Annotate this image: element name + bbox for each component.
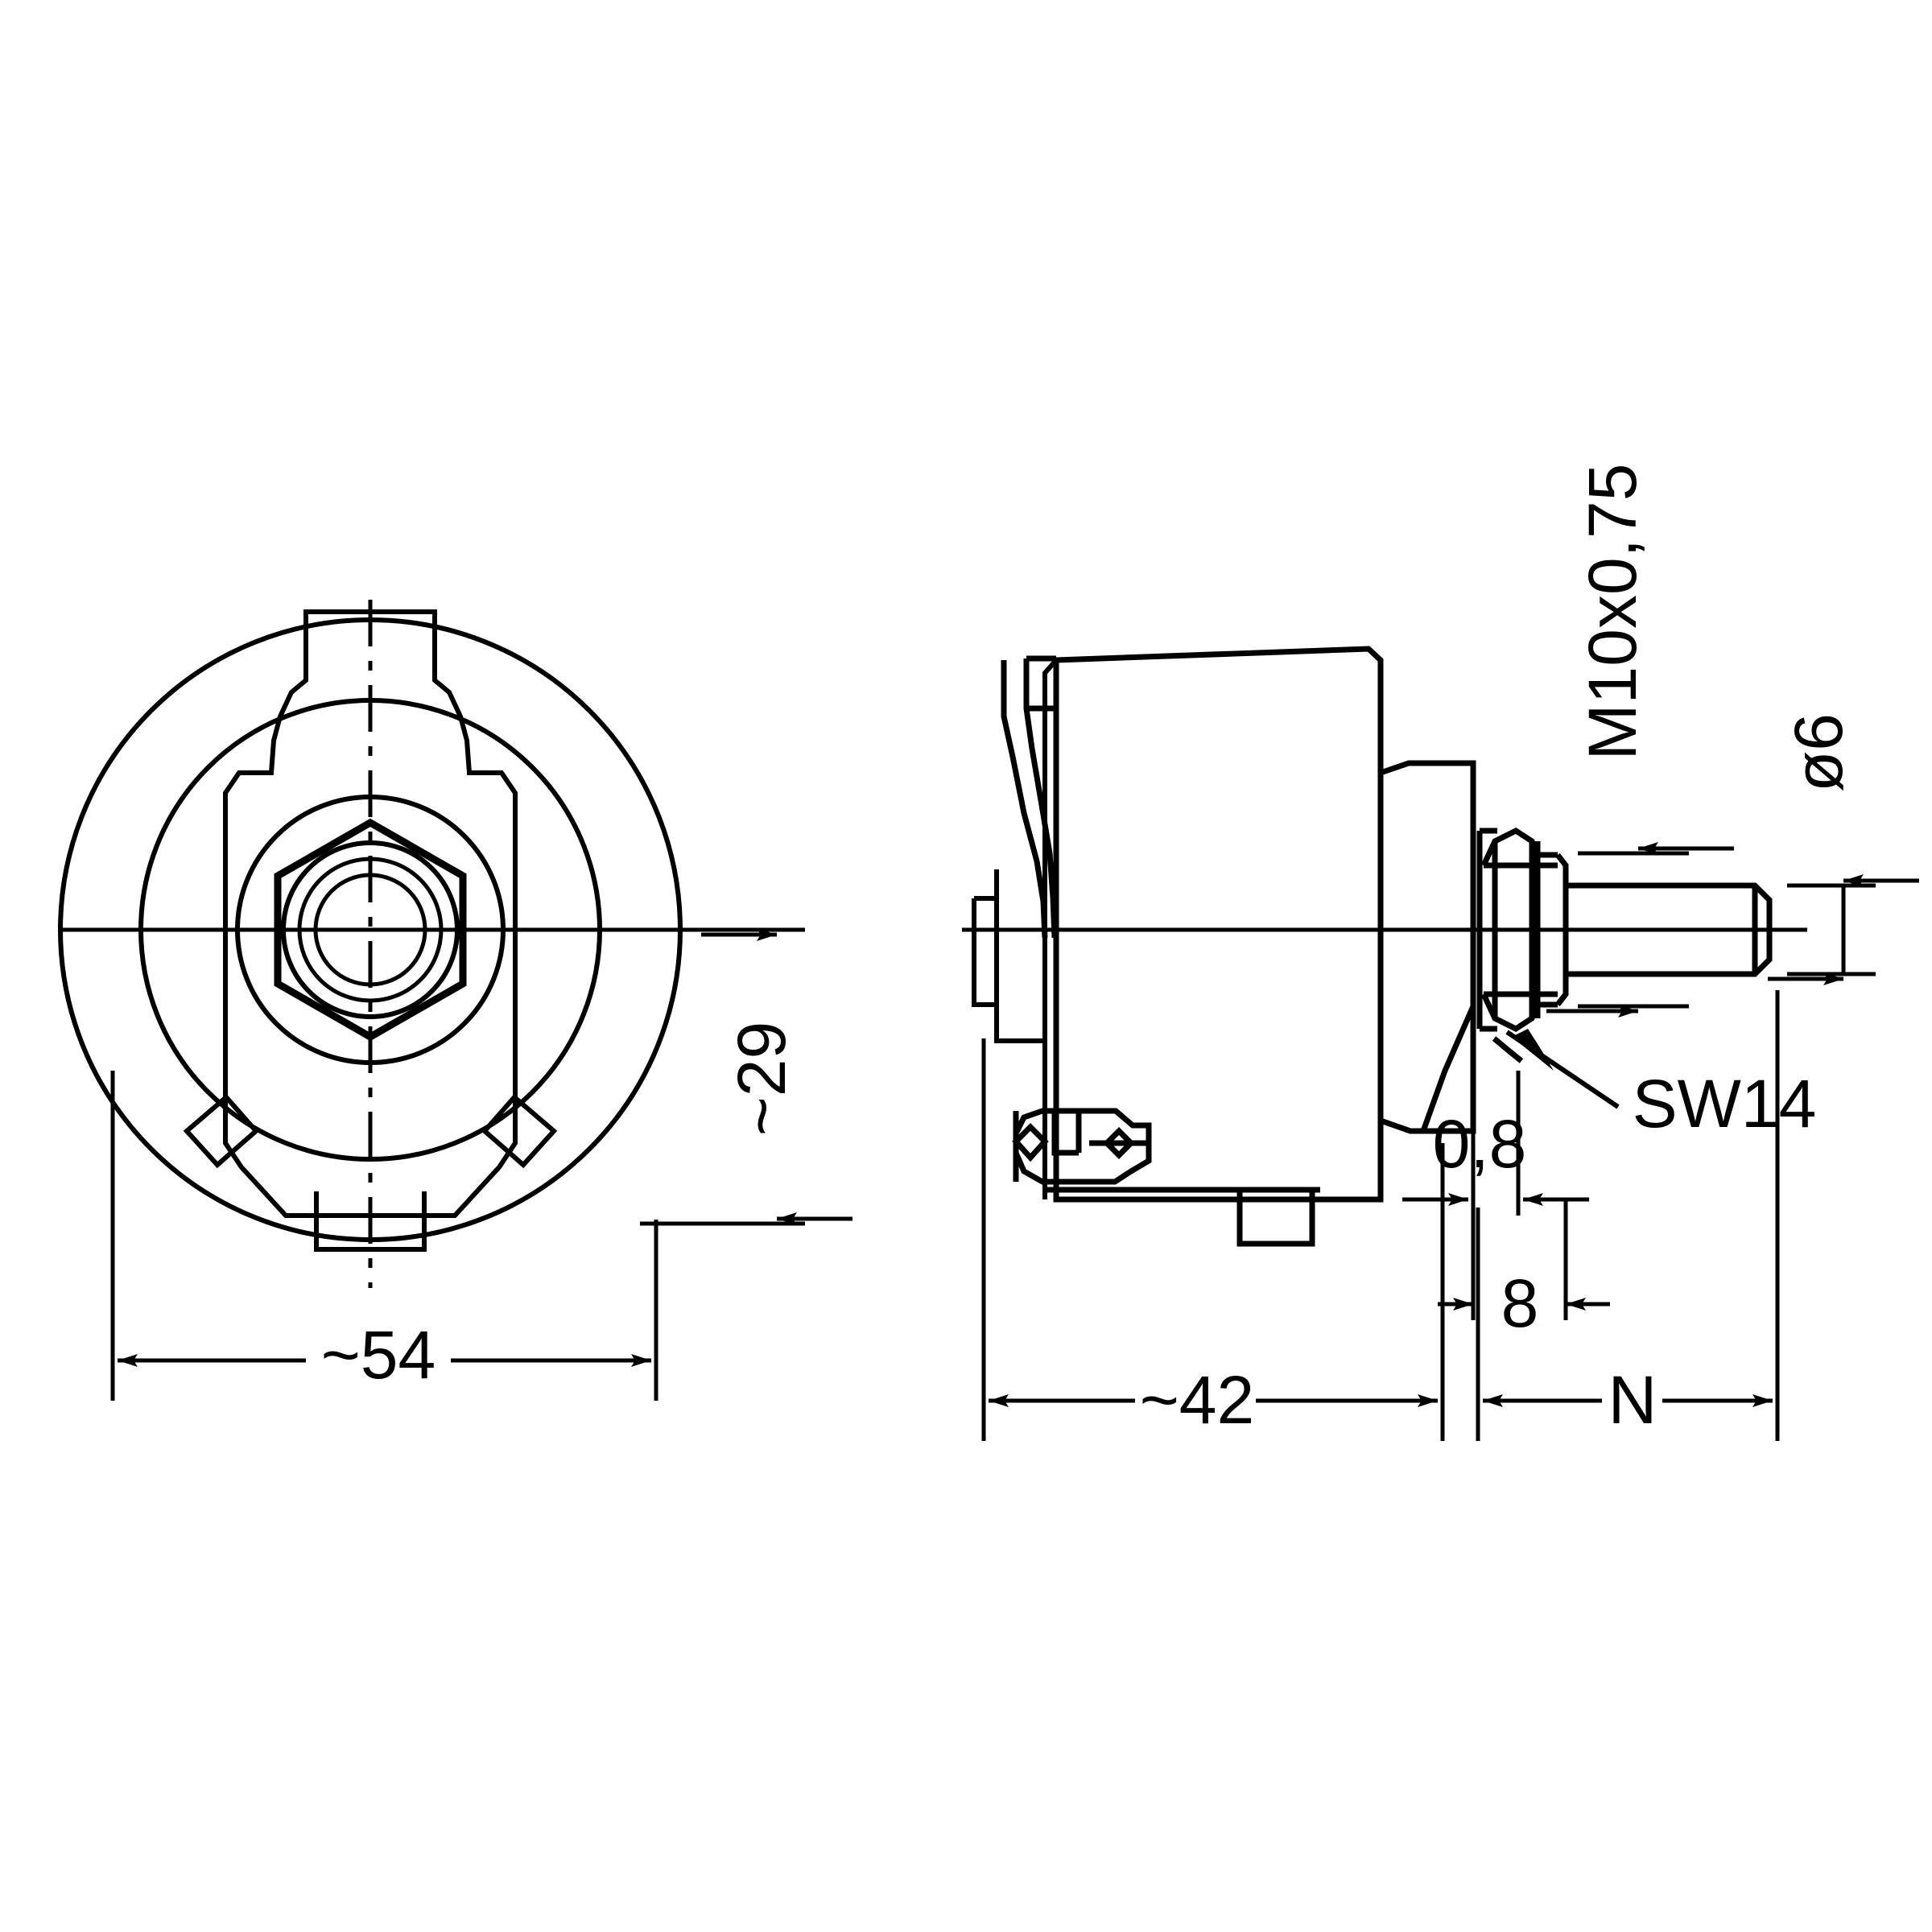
- washer-thickness-label: 0,8: [1433, 1106, 1527, 1182]
- bushing-length-label: 8: [1501, 1265, 1539, 1341]
- dimension-bushing-length: [1546, 1004, 1689, 1018]
- front-plate: [1379, 760, 1476, 1134]
- front-view-centerlines: [60, 600, 680, 1288]
- body-length-label: ~42: [1140, 1362, 1255, 1438]
- solder-lug: [1012, 1108, 1320, 1193]
- dimension-knob-half-height: [483, 927, 852, 1226]
- front-view: [58, 600, 683, 1288]
- dimension-thread-spec: [1578, 842, 1734, 856]
- knob-bottom-tab: [314, 1191, 427, 1252]
- terminal-leads: [1001, 655, 1058, 939]
- sw14-leader-arrowhead: [1512, 1029, 1554, 1071]
- knob-half-height-label: ~29: [724, 1022, 799, 1137]
- front-plate-taper: [1420, 1005, 1476, 1133]
- side-view: [962, 646, 1807, 1247]
- body-housing: [1042, 646, 1384, 1203]
- rear-flange: [972, 869, 1046, 1043]
- bottom-pin: [1236, 1190, 1315, 1247]
- knob-skirt-lug-right: [481, 1093, 558, 1169]
- leader-wrench-size: [1505, 1029, 1620, 1109]
- dimension-knob-diameter: [110, 1071, 658, 1401]
- shaft-diameter-label: ø6: [1781, 713, 1856, 792]
- knob-diameter-label: ~54: [321, 1317, 436, 1393]
- dimension-shaft-diameter: [1768, 874, 1919, 985]
- thread-spec-label: M10x0,75: [1575, 464, 1650, 761]
- knob-pointer-vane: [223, 609, 518, 1218]
- shaft-length-label: N: [1608, 1362, 1657, 1438]
- knob-skirt-lug-left: [183, 1093, 260, 1169]
- wrench-size-label: SW14: [1633, 1066, 1817, 1141]
- dimension-shaft-length: [1476, 990, 1780, 1441]
- dimension-body-length: [981, 1038, 1445, 1441]
